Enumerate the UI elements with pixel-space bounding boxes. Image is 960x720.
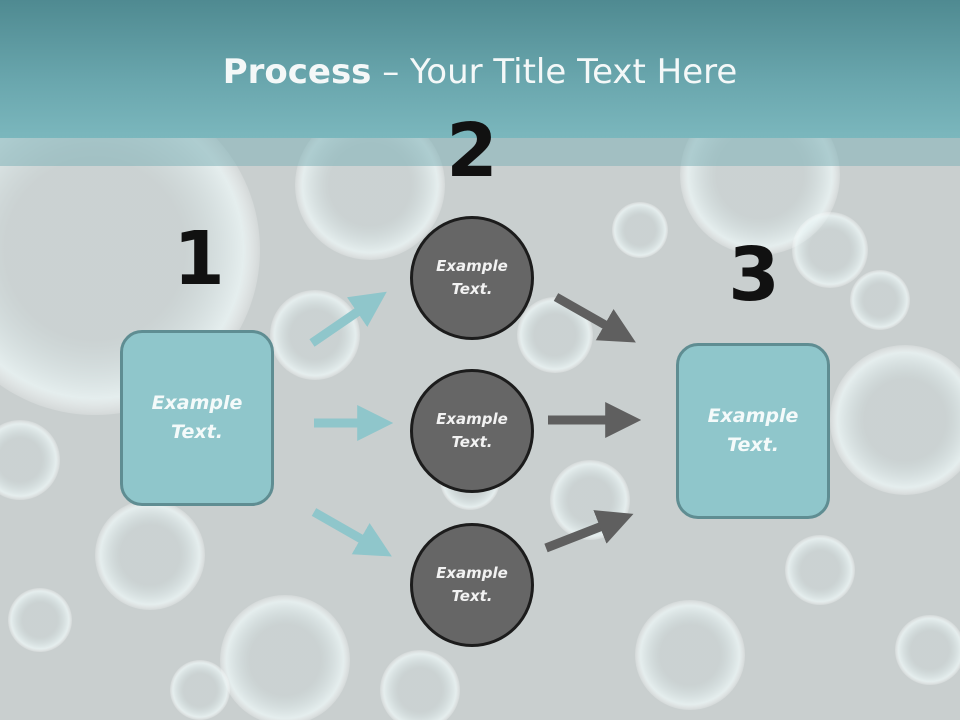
circle-bottom-text: Example Text. <box>436 564 508 605</box>
step-2-circle-middle[interactable]: Example Text. <box>410 369 534 493</box>
step-1-box-text: Example Text. <box>151 392 243 443</box>
step-number-2: 2 <box>446 108 498 194</box>
step-1-box[interactable]: Example Text. <box>120 330 274 506</box>
title-rest: – Your Title Text Here <box>371 52 738 92</box>
title-bar <box>0 0 960 138</box>
step-2-circle-top[interactable]: Example Text. <box>410 216 534 340</box>
circle-top-text: Example Text. <box>436 257 508 298</box>
step-3-box[interactable]: Example Text. <box>676 343 830 519</box>
step-number-3: 3 <box>728 232 780 318</box>
step-3-box-text: Example Text. <box>707 405 799 456</box>
title-strip <box>0 138 960 166</box>
slide-title: Process – Your Title Text Here <box>0 52 960 92</box>
step-number-1: 1 <box>173 216 225 302</box>
circle-middle-text: Example Text. <box>436 410 508 451</box>
title-bold: Process <box>222 52 372 92</box>
step-2-circle-bottom[interactable]: Example Text. <box>410 523 534 647</box>
